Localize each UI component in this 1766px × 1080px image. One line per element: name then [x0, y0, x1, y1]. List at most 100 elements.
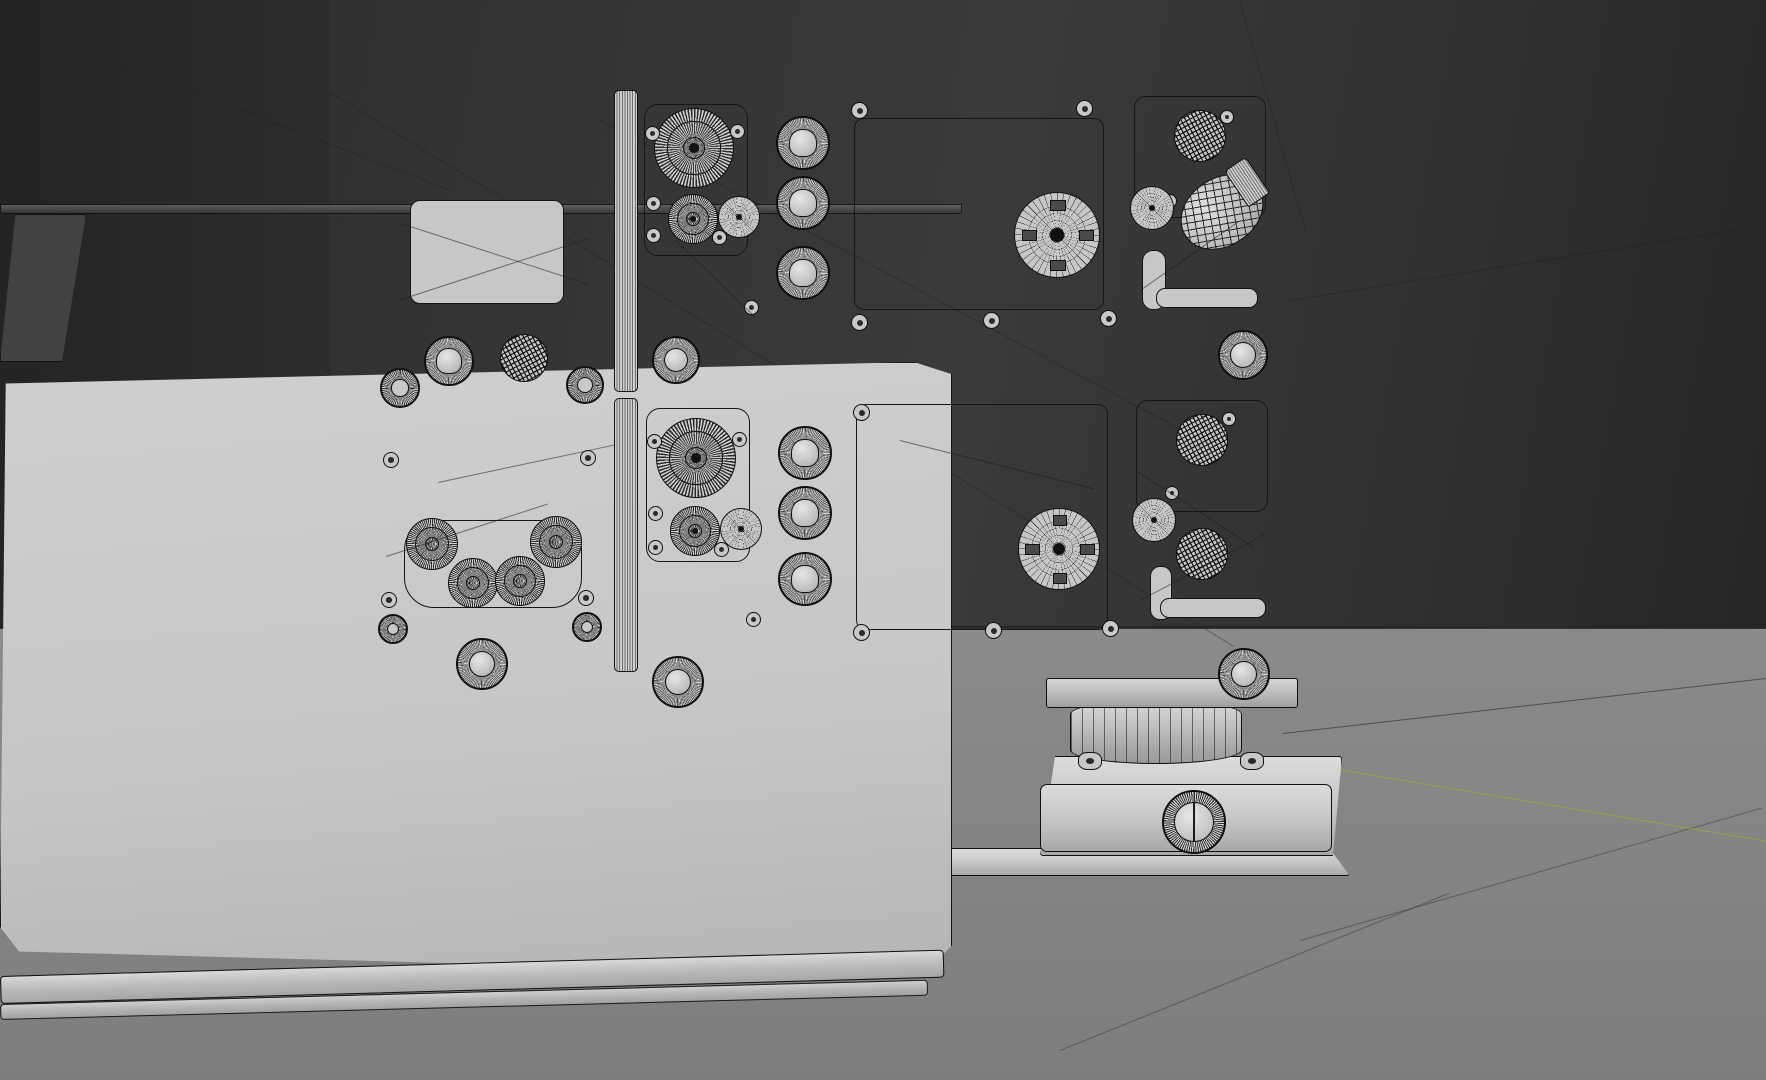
port-cluster-trace	[404, 520, 582, 608]
head-screw	[983, 312, 1000, 329]
knob-cap	[436, 348, 462, 374]
port-hub	[688, 524, 702, 538]
upper-knob-3[interactable]	[776, 246, 830, 300]
knob-cap	[468, 650, 496, 678]
head-screw	[851, 102, 868, 119]
connector-routing-trace	[644, 104, 748, 256]
left-bay-port[interactable]	[572, 612, 602, 642]
lower-fine-dial[interactable]	[720, 508, 762, 550]
knob-cap	[789, 259, 817, 287]
port-ring	[667, 121, 721, 175]
port-ring	[669, 431, 723, 485]
control-head-bezel-trace	[854, 118, 1104, 310]
lower-knob-3[interactable]	[778, 552, 832, 606]
dial-center	[1050, 228, 1064, 242]
knob-cap	[789, 189, 817, 217]
knob-cap	[791, 565, 819, 593]
screwdriver-slot	[1192, 801, 1196, 843]
port-ring	[415, 527, 449, 561]
port-hub	[466, 576, 480, 590]
dial-center	[735, 213, 743, 221]
upper-volume-dial[interactable]	[1130, 186, 1174, 230]
port-hub	[685, 447, 707, 469]
bottom-clamp-knob-right[interactable]	[1218, 648, 1270, 700]
coax-port[interactable]	[530, 516, 582, 568]
port-bore	[576, 376, 594, 394]
upper-rotary-dial[interactable]	[1014, 192, 1100, 278]
lower-volume-dial[interactable]	[1132, 498, 1176, 542]
dial-detent	[1052, 573, 1068, 584]
port-hub	[686, 212, 700, 226]
dial-detent	[1079, 544, 1095, 555]
mid-clamp-knob-left[interactable]	[652, 336, 700, 384]
junction-box-shadow	[0, 148, 186, 162]
coax-port[interactable]	[448, 558, 498, 608]
port-bore	[580, 620, 594, 634]
port-bore	[391, 379, 409, 397]
head-screw	[851, 314, 868, 331]
dial-detent	[1052, 515, 1068, 527]
dial-center	[1148, 204, 1156, 212]
audio-module-trace	[1136, 400, 1268, 512]
upper-coax-port-main[interactable]	[654, 108, 734, 188]
port-hub	[549, 535, 563, 549]
upper-knob-2[interactable]	[776, 176, 830, 230]
dial-detent	[1050, 199, 1066, 211]
connector-routing-trace	[646, 408, 750, 562]
mid-clamp-knob-right[interactable]	[1218, 330, 1268, 380]
dial-detent	[1050, 260, 1066, 272]
port-ring	[503, 564, 537, 598]
upper-coax-port-aux[interactable]	[668, 194, 718, 244]
thumbscrew-right[interactable]	[1162, 790, 1226, 854]
knob-cap	[664, 668, 692, 696]
left-bay-port[interactable]	[380, 368, 420, 408]
port-pin	[691, 453, 701, 463]
lower-coax-port-main[interactable]	[656, 418, 736, 498]
lower-knob-1[interactable]	[778, 426, 832, 480]
junction-box-face	[0, 84, 170, 148]
bottom-clamp-knob-center[interactable]	[652, 656, 704, 708]
grid-line	[1300, 807, 1762, 941]
control-head-bezel-trace	[856, 404, 1108, 630]
left-bay-clamp-knob[interactable]	[456, 638, 508, 690]
port-ring	[539, 525, 573, 559]
lower-rotary-dial[interactable]	[1018, 508, 1100, 590]
dial-detent	[1025, 544, 1041, 555]
upper-knob-1[interactable]	[776, 116, 830, 170]
knob-cap	[791, 439, 819, 467]
coax-port[interactable]	[406, 518, 458, 570]
left-bay-port[interactable]	[378, 614, 408, 644]
left-bay-knob[interactable]	[424, 336, 474, 386]
lower-speaker-grille-upper	[1176, 414, 1228, 466]
port-hub	[683, 137, 705, 159]
port-bore	[386, 622, 400, 636]
thumbscrew-face	[1174, 802, 1214, 842]
handle-post-upper	[614, 90, 638, 392]
lower-knob-2[interactable]	[778, 486, 832, 540]
upper-latch-bar	[1156, 288, 1258, 308]
upper-fine-dial[interactable]	[718, 196, 760, 238]
grid-line	[1283, 676, 1766, 734]
left-bay-mesh-vent	[500, 334, 548, 382]
tray-strut	[0, 214, 86, 362]
dial-center	[1150, 516, 1158, 524]
port-pin	[689, 143, 699, 153]
y-axis-line	[1319, 766, 1766, 845]
knob-cap	[791, 499, 819, 527]
grid-line	[1290, 224, 1765, 301]
dial-center	[737, 525, 745, 533]
lower-coax-port-aux[interactable]	[670, 506, 720, 556]
knob-cap	[1230, 342, 1256, 368]
coax-port[interactable]	[495, 556, 545, 606]
left-bay-port[interactable]	[566, 366, 604, 404]
port-pin	[690, 216, 696, 222]
upper-speaker-grille	[1174, 110, 1226, 162]
dial-center	[1052, 542, 1066, 556]
knob-cap	[1230, 660, 1258, 688]
dial-detent	[1078, 229, 1095, 242]
dial-detent	[1021, 229, 1038, 242]
port-hub	[513, 574, 527, 588]
grid-line	[1060, 892, 1450, 1051]
chassis-top-rail-inner	[0, 979, 929, 1020]
